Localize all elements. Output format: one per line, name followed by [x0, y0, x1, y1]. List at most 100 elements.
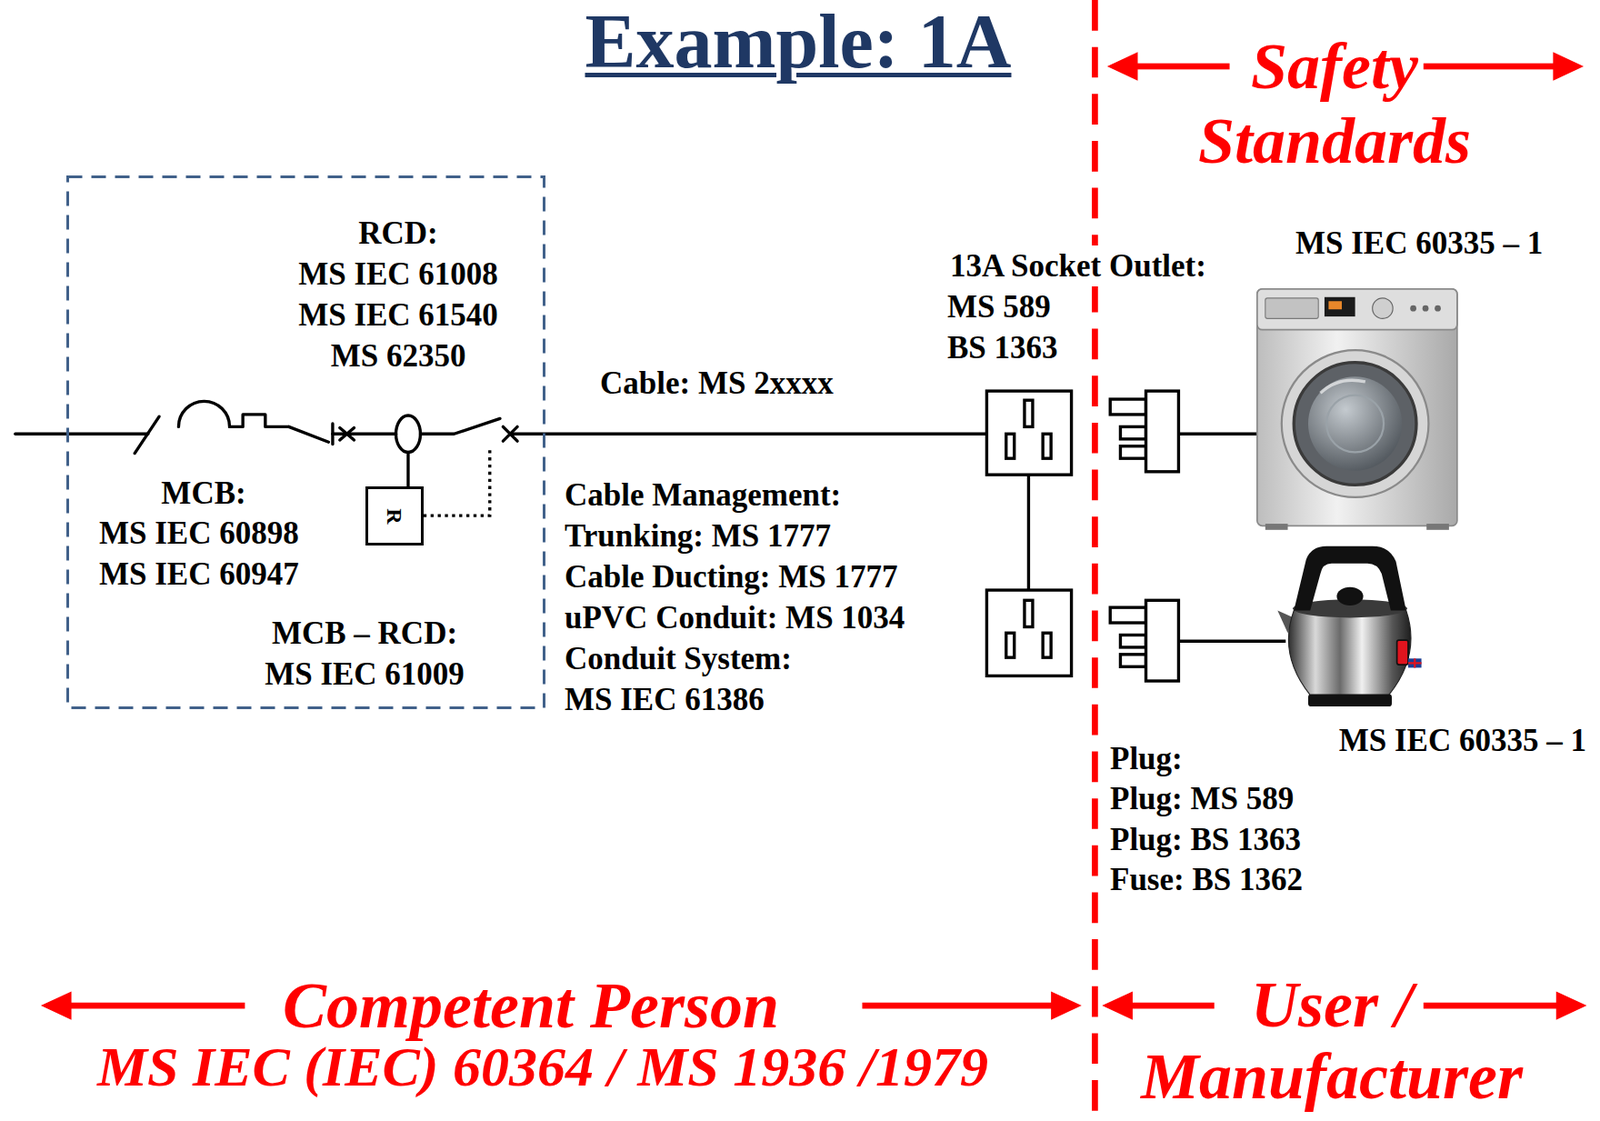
- plug-symbol: [1120, 654, 1146, 667]
- washing-machine: [1293, 362, 1417, 486]
- scope-arrow: [1107, 51, 1139, 80]
- standard-label: Cable Ducting: MS 1777: [564, 556, 899, 598]
- standard-label: Trunking: MS 1777: [564, 515, 831, 557]
- socket-symbol: [986, 390, 1071, 475]
- scope-arrow: [861, 1002, 1053, 1010]
- washing-machine: [1257, 289, 1458, 527]
- electric-kettle: [1336, 587, 1363, 606]
- plug-symbol: [1110, 607, 1146, 623]
- scope-arrow: [1050, 990, 1082, 1020]
- socket-symbol: [1006, 433, 1015, 459]
- scope-arrow: [1556, 990, 1588, 1020]
- cable-label: Cable: MS 2xxxx: [600, 362, 834, 404]
- washing-machine: [1320, 380, 1365, 393]
- washing-machine: [1308, 376, 1402, 470]
- scope-arrow: [40, 51, 1588, 1020]
- circuit-wire: [420, 418, 500, 434]
- electric-kettle: [1408, 658, 1422, 668]
- electric-kettle: [1277, 546, 1421, 707]
- washing-machine: [1257, 289, 1458, 330]
- zone-standards: MS IEC (IEC) 60364 / MS 1936 /1979: [97, 1034, 989, 1099]
- standard-label: uPVC Conduit: MS 1034: [564, 597, 905, 639]
- page-title: Example: 1A: [585, 0, 1012, 84]
- scope-arrow: [1130, 1002, 1215, 1010]
- plug-symbol: [1110, 399, 1146, 415]
- boundary-line: [1091, 0, 1099, 1121]
- scope-arrow: [69, 1002, 245, 1010]
- circuit-wire: [178, 400, 230, 427]
- plug-symbol: [1146, 600, 1180, 681]
- scope-arrow: [1101, 990, 1133, 1020]
- zone-heading: User / Manufacturer: [1118, 969, 1546, 1113]
- standard-list: MS IEC 61008 MS IEC 61540 MS 62350: [284, 253, 512, 377]
- washing-machine: [1426, 523, 1450, 530]
- washing-machine: [1410, 305, 1417, 312]
- circuit-wire: [134, 416, 160, 453]
- trip-link: [423, 446, 490, 516]
- scope-arrow: [1552, 51, 1584, 80]
- standard-label: MS IEC 60335 – 1: [1295, 222, 1543, 264]
- circuit-wire: [510, 432, 987, 436]
- washing-machine: [1372, 298, 1393, 319]
- circuit-wire: [406, 451, 410, 487]
- device-name: RCD:: [358, 212, 438, 254]
- list-heading: Plug:: [1110, 738, 1183, 780]
- washing-machine: [1324, 297, 1356, 317]
- socket-symbol: [1042, 632, 1051, 658]
- standard-list: MS IEC 61009: [264, 653, 465, 695]
- washing-machine: [1422, 305, 1430, 312]
- plug-symbol: [1146, 390, 1180, 472]
- electric-kettle: [1293, 546, 1406, 611]
- relay-letter: R: [381, 508, 408, 524]
- socket-link: [1027, 474, 1030, 590]
- side-heading: Safety Standards: [1184, 29, 1485, 179]
- circuit-wire: [396, 415, 421, 452]
- standard-label: Conduit System: MS IEC 61386: [564, 638, 829, 720]
- electric-kettle: [1288, 610, 1411, 697]
- socket-symbol: [1042, 433, 1051, 459]
- washing-machine: [1434, 305, 1441, 312]
- socket-symbol: [1024, 600, 1033, 627]
- scope-arrow: [1135, 63, 1230, 70]
- device-name: MCB:: [160, 472, 246, 514]
- standard-list: MS IEC 60898 MS IEC 60947: [99, 512, 327, 595]
- circuit-wire: [230, 414, 290, 427]
- plug-symbol: [1120, 634, 1146, 647]
- scope-arrow: [1423, 1002, 1559, 1010]
- socket-symbol: [986, 590, 1071, 676]
- standard-label: Plug: MS 589: [1110, 778, 1294, 820]
- washing-machine: [1265, 523, 1289, 530]
- circuit-wire: [15, 400, 988, 487]
- socket-symbol: [986, 390, 1071, 676]
- standard-label: MS IEC 60335 – 1: [1339, 720, 1587, 761]
- washing-machine: [1326, 395, 1384, 453]
- electric-kettle: [1308, 694, 1392, 707]
- circuit-wire: [15, 432, 149, 436]
- power-cord: [1178, 640, 1286, 643]
- circuit-wire: [332, 432, 397, 436]
- protection-group: R RCD:MS IEC 61008 MS IEC 61540 MS 62350M…: [66, 175, 546, 710]
- socket-symbol: [1006, 632, 1015, 658]
- standard-label: Plug: BS 1363: [1110, 819, 1301, 860]
- standard-label: Fuse: BS 1362: [1110, 859, 1303, 900]
- washing-machine: [1265, 298, 1319, 319]
- zone-heading: Competent Person: [282, 968, 780, 1043]
- group-outline: [68, 177, 545, 709]
- list-heading: Cable Management:: [564, 474, 841, 516]
- standard-label: 13A Socket Outlet:: [947, 245, 1210, 287]
- electric-kettle: [1408, 658, 1422, 668]
- circuit-wire: [289, 426, 330, 442]
- power-cord: [1178, 432, 1257, 436]
- electric-kettle: [1397, 640, 1409, 665]
- standard-label: MS 589 BS 1363: [947, 286, 1075, 369]
- device-name: MCB – RCD:: [271, 612, 458, 654]
- socket-symbol: [1024, 400, 1033, 427]
- plug-symbol: [1110, 390, 1179, 681]
- scope-arrow: [1423, 63, 1556, 70]
- washing-machine: [1257, 289, 1458, 530]
- washing-machine: [1328, 300, 1342, 310]
- washing-machine: [1281, 350, 1430, 498]
- plug-symbol: [1120, 426, 1146, 439]
- scope-arrow: [40, 990, 72, 1020]
